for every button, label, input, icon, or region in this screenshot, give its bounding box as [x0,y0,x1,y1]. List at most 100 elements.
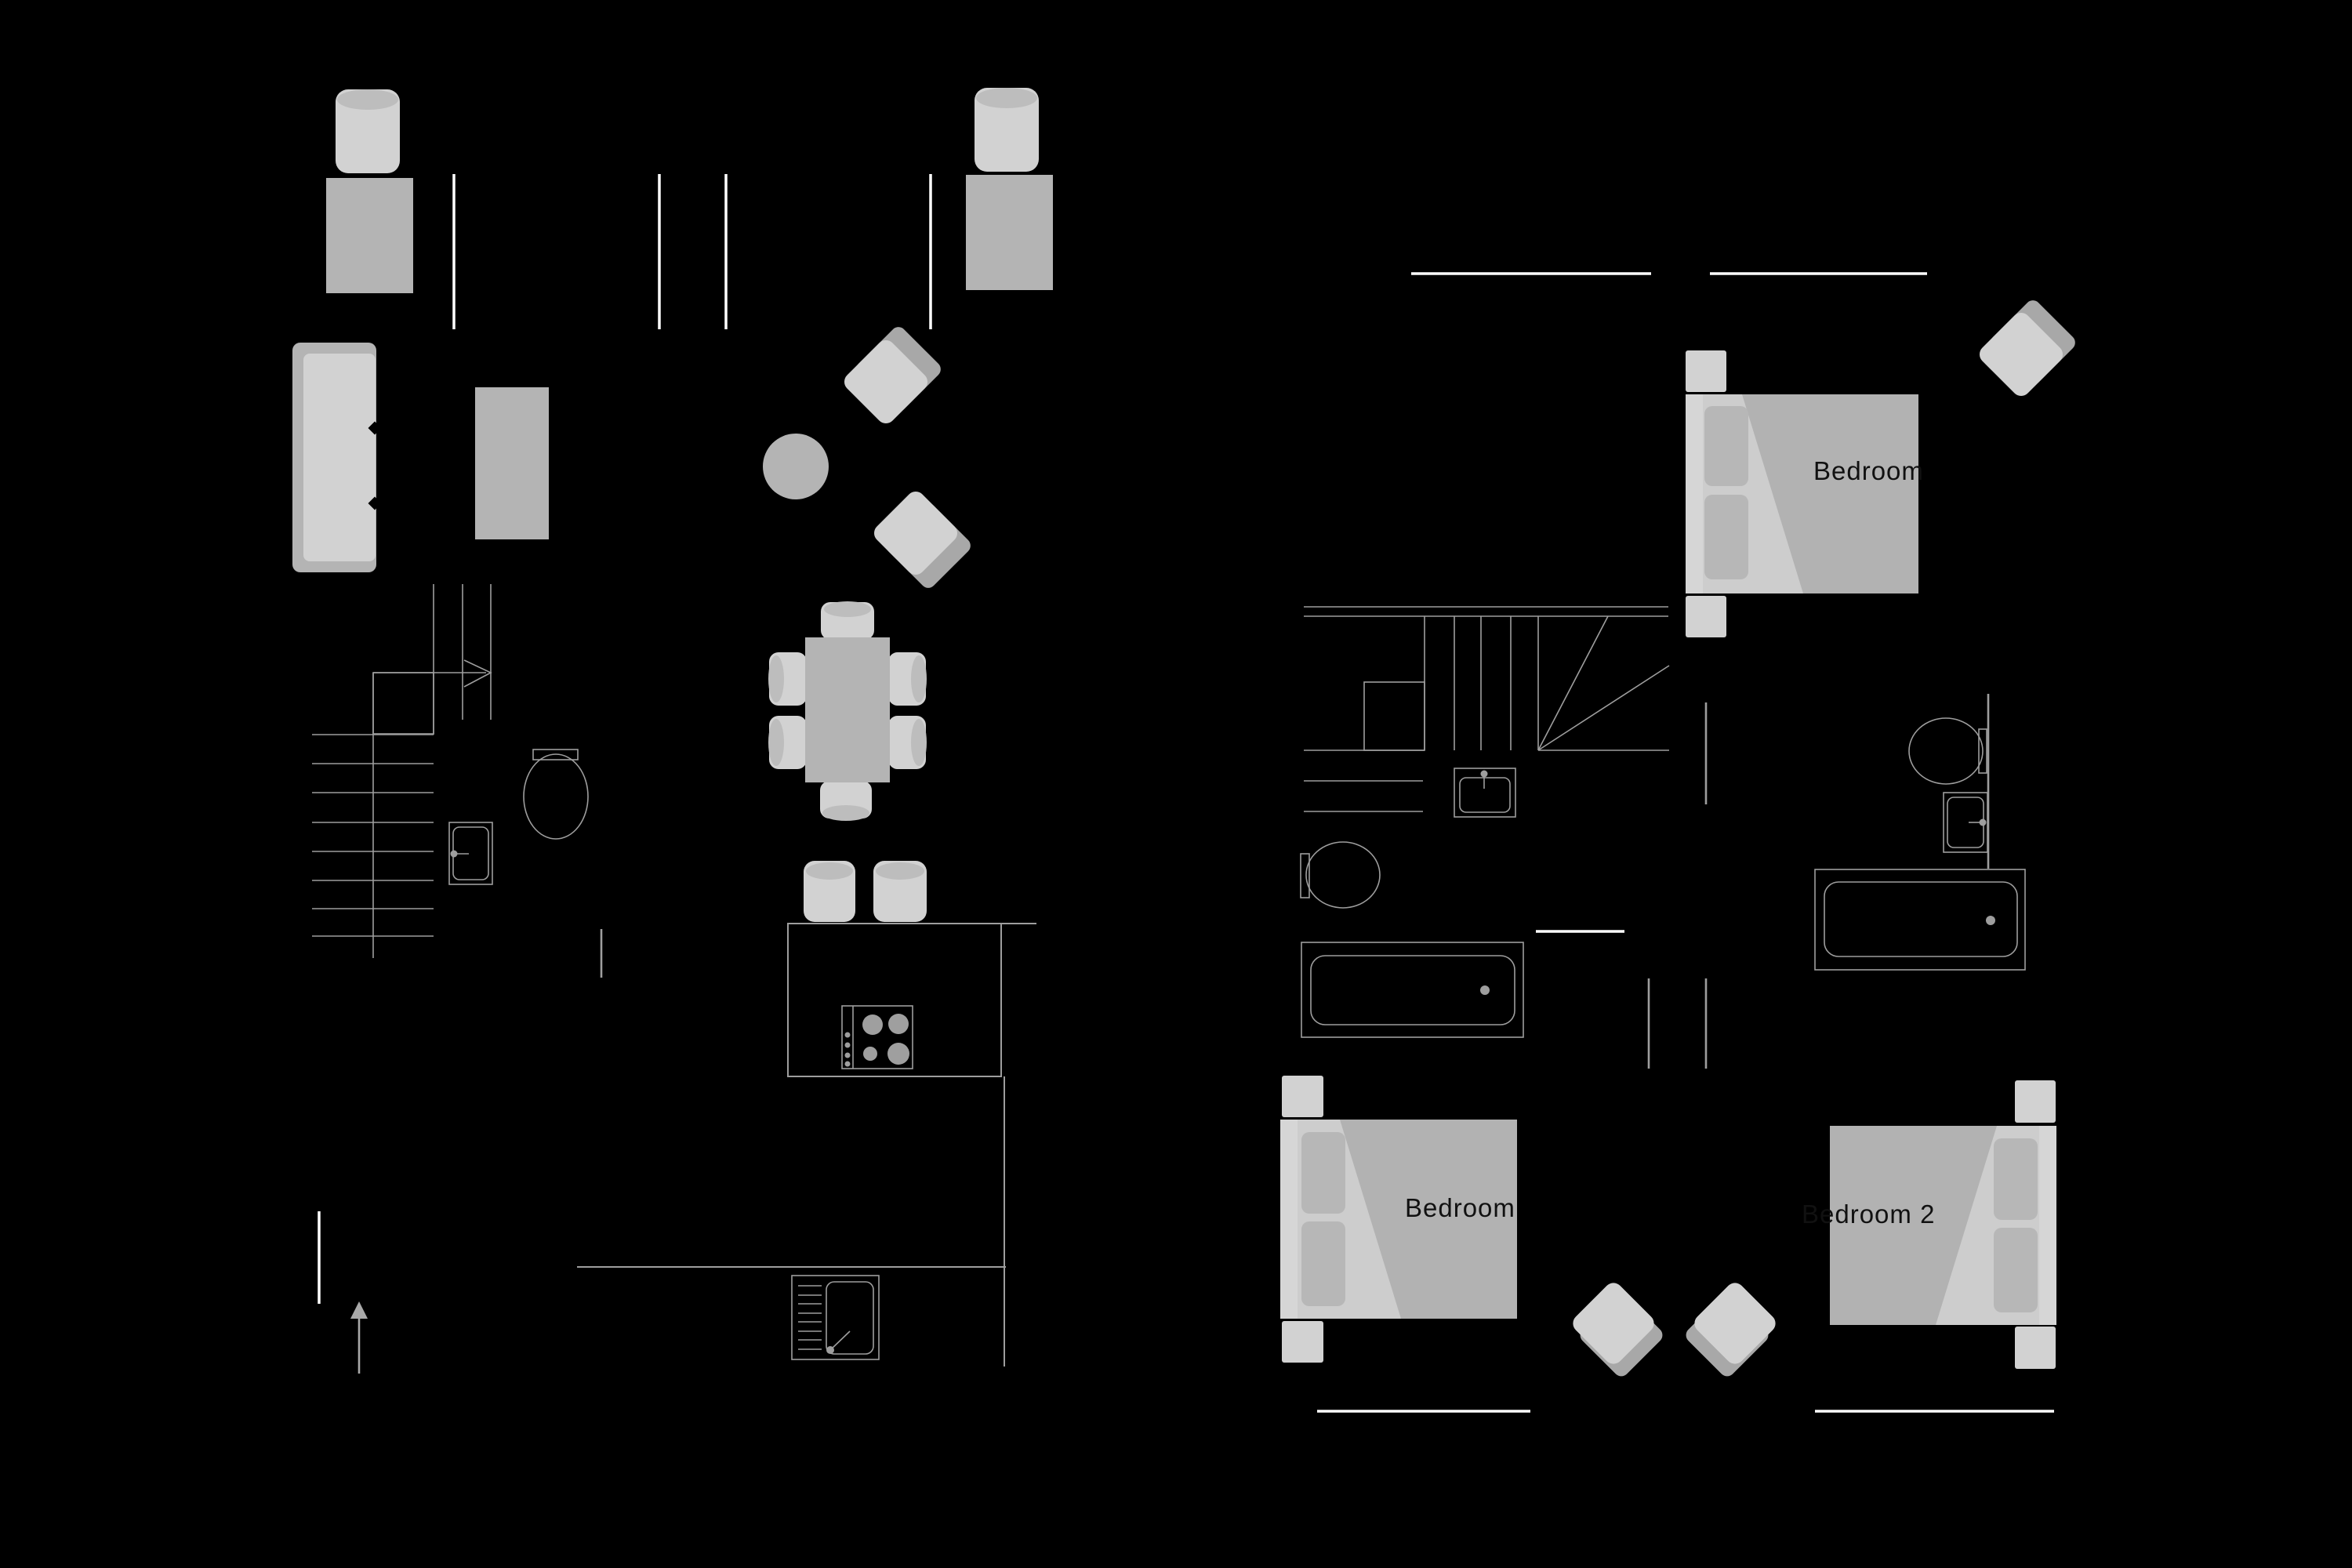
nightstand [1282,1321,1323,1363]
desk-area-2 [966,88,1053,290]
toilet-bowl [1305,841,1381,909]
nightstand [1686,596,1726,637]
nightstand [2015,1080,2056,1123]
chair-back [768,655,784,702]
living-room [292,327,971,588]
nightstand [1282,1076,1323,1117]
interior-walls [1647,702,1708,1069]
hob-knob [844,1032,851,1038]
burner [887,1043,909,1065]
double-bed [1830,1126,2056,1325]
bedroom-2: Bedroom 2 [1802,1080,2056,1413]
toilet-cistern [532,749,579,760]
sofa [292,343,382,572]
pillow [1704,495,1748,579]
washbasin [448,822,493,885]
stair-landing [1363,681,1425,751]
toilet [1908,717,1987,785]
desk-chair-top [976,88,1037,108]
desk [966,175,1053,290]
double-bed [1280,1120,1517,1319]
sink-tap-base [826,1346,834,1354]
armchair [844,327,941,424]
stair-break-line [1537,615,1609,751]
kitchen-sink [791,1275,880,1360]
bathtub-drain [1480,985,1490,995]
dining-chair [820,781,872,821]
armchair-seat [844,339,928,424]
hob-knob [844,1042,851,1048]
toilet-bowl [523,753,589,840]
room-label: Bedroom [1405,1193,1515,1222]
chair-back [824,601,871,617]
chair-seat [1694,1283,1776,1364]
cloakroom [448,749,603,978]
sink-drainer [798,1285,822,1350]
pillow [1994,1228,2038,1312]
desk-area-1 [326,89,413,293]
dining-table [805,637,890,782]
toilet-bowl [1908,717,1984,785]
basin-outline [1943,792,1988,853]
window-markers-top-left [452,174,932,329]
stool-top [806,862,853,880]
kitchen [577,861,1036,1367]
armchair [1979,300,2075,397]
burner [863,1047,877,1061]
dining-chair [888,652,927,706]
bathroom-2 [1814,694,2026,971]
staircase-ground [312,584,492,958]
first-floor-plan: Bedroom [1280,272,2075,1413]
chair-pair [1573,1283,1776,1377]
chair [1573,1283,1663,1377]
room-label: Bedroom 2 [1802,1200,1935,1229]
burner [862,1014,883,1035]
nightstand [2015,1327,2056,1369]
sink-tap [829,1330,851,1351]
pillow [1994,1138,2038,1220]
hob-outline [841,1005,913,1069]
desk-chair [975,88,1039,172]
dining-chair [821,601,874,640]
stair-landing [372,672,434,735]
desk [326,178,413,293]
chair-back [822,805,869,821]
pillow [1301,1132,1345,1214]
toilet-cistern [1300,853,1310,898]
bathtub [1301,942,1524,1038]
basin-tap-base [1979,818,1987,826]
entry-arrow-head [350,1301,368,1319]
cushion-divider [368,496,382,510]
cushion-divider [368,421,382,435]
pillow [1704,406,1748,486]
stool-top [876,862,924,880]
basin-outline [1454,768,1516,818]
toilet [523,749,589,840]
nightstand [1686,350,1726,392]
bathtub-basin [1824,881,2018,957]
desk-chair [336,89,400,173]
armchair-seat [873,491,958,575]
staircase-first [1304,606,1670,812]
basin-tap-base [1480,770,1488,778]
room-label: Bedroom [1813,456,1924,485]
kitchen-island [787,923,1002,1077]
double-bed [1686,394,1918,593]
bar-stool [873,861,927,922]
side-table [763,434,829,499]
armchair [873,491,971,588]
bar-stool [804,861,855,922]
bathtub [1814,869,2026,971]
toilet [1300,841,1381,909]
sink-basin [826,1281,874,1355]
bedroom-1: Bedroom [1686,300,2075,637]
tv-stand [475,387,549,539]
dining-chair [768,716,807,769]
bed-headboard [1280,1120,1298,1319]
bathtub-outline [1814,869,2026,971]
washbasin [1943,792,1988,853]
bedroom-3: Bedroom [1280,1076,1530,1413]
burner [888,1014,909,1034]
chair-back [911,655,927,702]
